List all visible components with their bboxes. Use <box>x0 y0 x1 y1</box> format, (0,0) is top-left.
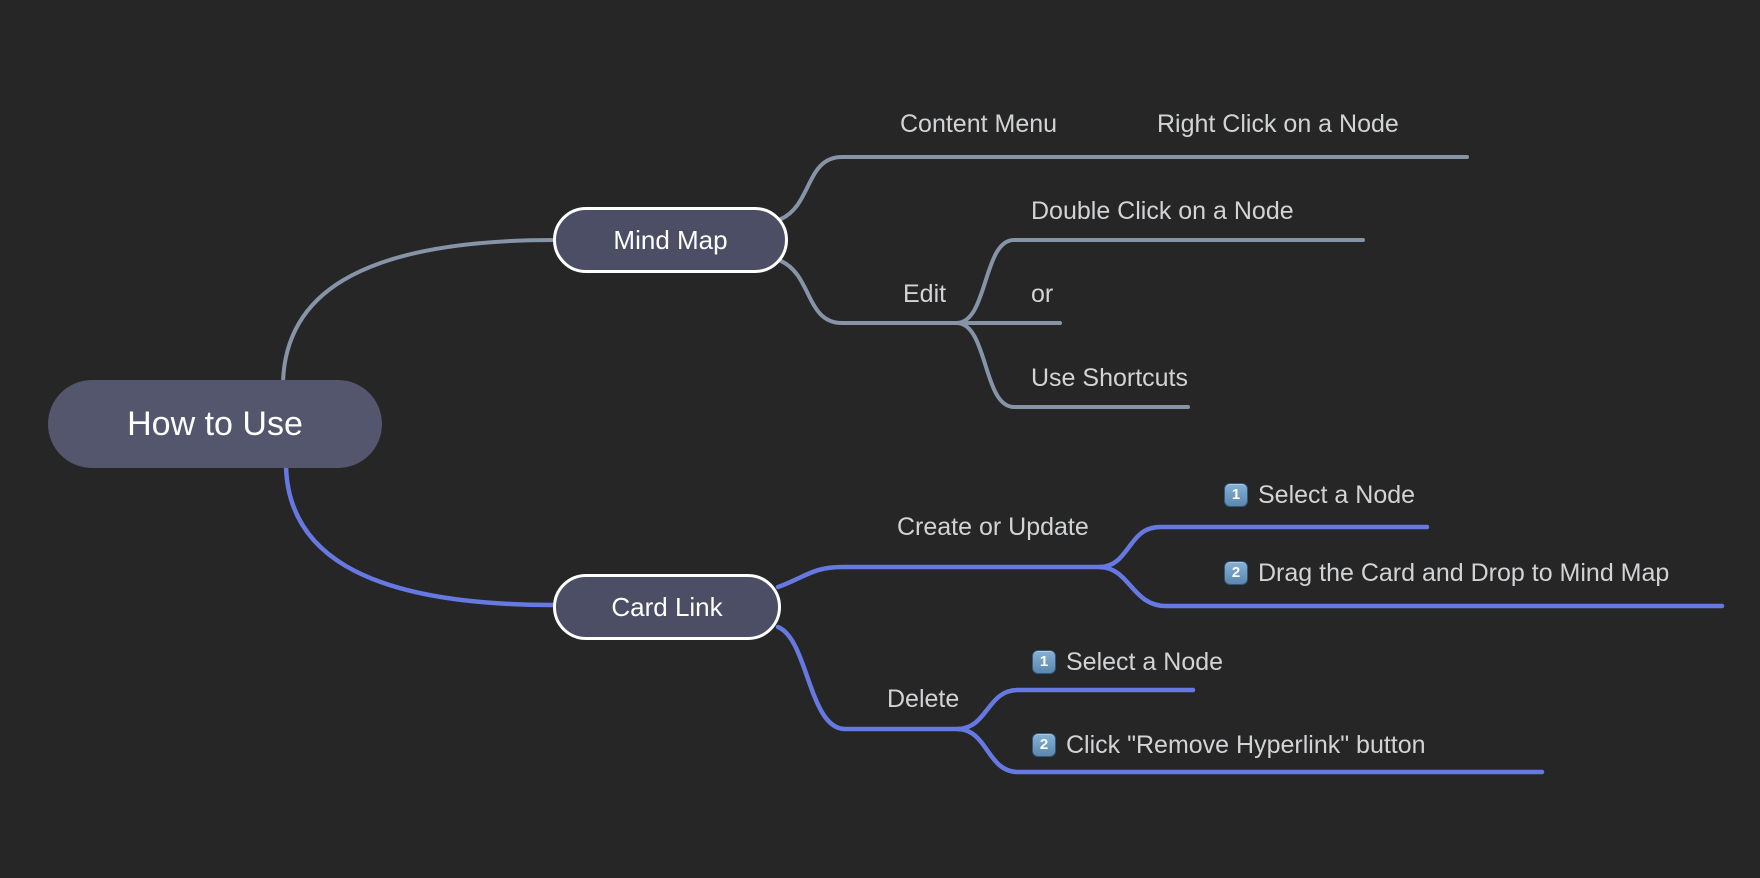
node-how-to-use-label: How to Use <box>127 404 303 443</box>
node-double-click-on-a-node[interactable]: Double Click on a Node <box>1031 197 1294 225</box>
node-mind-map-label: Mind Map <box>613 224 728 255</box>
node-right-click-on-a-node[interactable]: Right Click on a Node <box>1157 110 1399 138</box>
mindmap-branch-edges <box>281 155 1469 409</box>
edge-edit-to-double-click <box>955 238 1365 325</box>
keycap-2-icon: 2 <box>1032 733 1056 757</box>
node-card-link[interactable]: Card Link <box>553 574 781 640</box>
node-create-step-2-label: Drag the Card and Drop to Mind Map <box>1258 559 1670 587</box>
node-use-shortcuts[interactable]: Use Shortcuts <box>1031 364 1189 392</box>
keycap-1-icon: 1 <box>1032 650 1056 674</box>
node-create-step-1[interactable]: 1 Select a Node <box>1224 480 1415 510</box>
edge-delete-to-step1 <box>955 687 1196 732</box>
node-create-or-update[interactable]: Create or Update <box>897 513 1089 541</box>
keycap-2-icon: 2 <box>1224 561 1248 585</box>
node-content-menu[interactable]: Content Menu <box>900 110 1058 138</box>
node-delete-step-2-label: Click "Remove Hyperlink" button <box>1066 731 1426 759</box>
node-how-to-use[interactable]: How to Use <box>48 380 382 468</box>
edge-root-to-cardlink <box>283 463 556 608</box>
node-delete-step-1[interactable]: 1 Select a Node <box>1032 647 1223 677</box>
node-or[interactable]: or <box>1031 280 1054 308</box>
edge-cardlink-to-create <box>775 564 1103 590</box>
node-delete[interactable]: Delete <box>887 685 960 713</box>
node-edit[interactable]: Edit <box>903 280 947 308</box>
node-mind-map[interactable]: Mind Map <box>553 207 788 273</box>
node-create-step-2[interactable]: 2 Drag the Card and Drop to Mind Map <box>1224 558 1669 588</box>
edge-root-to-mindmap <box>281 238 557 385</box>
node-create-step-1-label: Select a Node <box>1258 481 1416 509</box>
node-delete-step-1-label: Select a Node <box>1066 648 1224 676</box>
node-card-link-label: Card Link <box>611 591 723 622</box>
keycap-1-icon: 1 <box>1224 483 1248 507</box>
node-delete-step-2[interactable]: 2 Click "Remove Hyperlink" button <box>1032 730 1426 760</box>
